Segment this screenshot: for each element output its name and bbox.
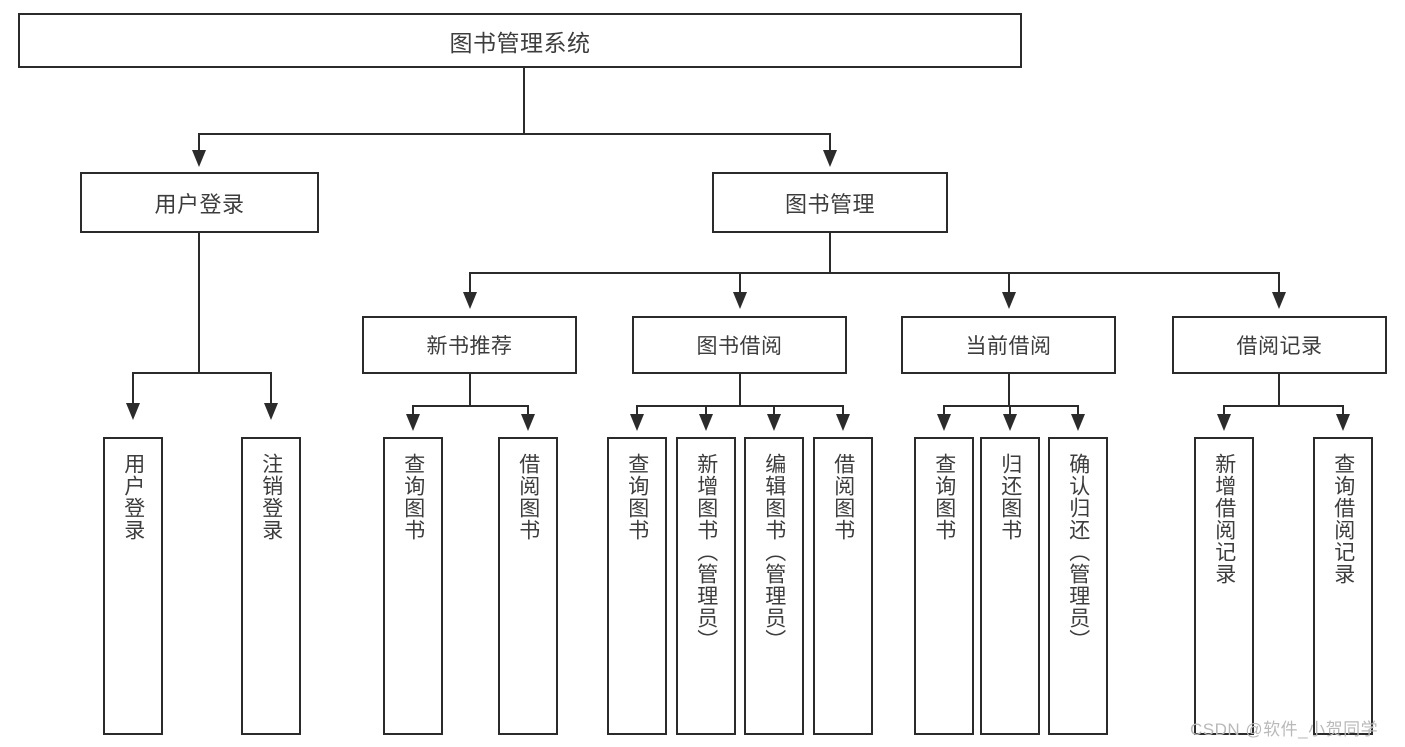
node-label: 新书推荐	[426, 335, 513, 358]
connector-borrow-record-bus	[1223, 405, 1342, 407]
node-label: 查询借阅记录	[1331, 453, 1355, 585]
node-leaf-confirm-return[interactable]: 确认归还（管理员）	[1048, 437, 1108, 735]
connector-new-book-drop-1	[412, 405, 414, 417]
connector-new-book-bus	[412, 405, 529, 407]
arrow-to-leaf-confirm-return	[1071, 414, 1085, 431]
connector-new-book-drop-2	[527, 405, 529, 417]
arrow-to-leaf-logout	[264, 403, 278, 420]
connector-level2-drop-2	[829, 133, 831, 153]
node-root-system[interactable]: 图书管理系统	[18, 13, 1022, 68]
connector-user-login-bus	[132, 372, 271, 374]
connector-current-borrow-stem	[1008, 374, 1010, 406]
connector-level2-drop-1	[198, 133, 200, 153]
node-leaf-return-book[interactable]: 归还图书	[980, 437, 1040, 735]
arrow-to-leaf-query-book-2	[630, 414, 644, 431]
node-label: 注销登录	[259, 453, 283, 541]
arrow-to-book-borrow	[733, 292, 747, 309]
connector-user-login-drop-1	[132, 372, 134, 406]
connector-level3-drop-1	[469, 272, 471, 295]
connector-level3-bus	[469, 272, 1279, 274]
connector-current-borrow-drop-2	[1009, 405, 1011, 417]
node-leaf-logout[interactable]: 注销登录	[241, 437, 301, 735]
connector-level3-drop-4	[1278, 272, 1280, 295]
node-book-management[interactable]: 图书管理	[712, 172, 948, 233]
arrow-to-leaf-return-book	[1003, 414, 1017, 431]
node-current-borrow[interactable]: 当前借阅	[901, 316, 1116, 374]
node-label: 编辑图书（管理员）	[762, 453, 786, 651]
node-leaf-borrow-book-1[interactable]: 借阅图书	[498, 437, 558, 735]
node-leaf-query-book-2[interactable]: 查询图书	[607, 437, 667, 735]
node-label: 查询图书	[401, 453, 425, 541]
node-leaf-query-book-3[interactable]: 查询图书	[914, 437, 974, 735]
arrow-to-user-login	[192, 150, 206, 167]
arrow-to-leaf-query-book-3	[937, 414, 951, 431]
node-label: 确认归还（管理员）	[1066, 453, 1090, 651]
connector-borrow-record-stem	[1278, 374, 1280, 406]
connector-book-borrow-drop-3	[773, 405, 775, 417]
connector-user-login-drop-2	[270, 372, 272, 406]
connector-book-management-stem	[829, 233, 831, 274]
connector-current-borrow-drop-1	[943, 405, 945, 417]
node-label: 借阅记录	[1236, 335, 1323, 358]
node-label: 查询图书	[625, 453, 649, 541]
arrow-to-leaf-edit-book	[767, 414, 781, 431]
node-label: 图书管理	[784, 191, 875, 217]
node-leaf-add-record[interactable]: 新增借阅记录	[1194, 437, 1254, 735]
node-leaf-borrow-book-2[interactable]: 借阅图书	[813, 437, 873, 735]
arrow-to-leaf-borrow-book-2	[836, 414, 850, 431]
arrow-to-new-book-recommend	[463, 292, 477, 309]
node-leaf-query-record[interactable]: 查询借阅记录	[1313, 437, 1373, 735]
node-book-borrow[interactable]: 图书借阅	[632, 316, 847, 374]
arrow-to-current-borrow	[1002, 292, 1016, 309]
arrow-to-leaf-query-record	[1336, 414, 1350, 431]
node-user-login[interactable]: 用户登录	[80, 172, 319, 233]
arrow-to-leaf-user-login	[126, 403, 140, 420]
arrow-to-leaf-add-record	[1217, 414, 1231, 431]
node-label: 借阅图书	[516, 453, 540, 541]
node-leaf-user-login[interactable]: 用户登录	[103, 437, 163, 735]
node-label: 新增借阅记录	[1212, 453, 1236, 585]
node-label: 新增图书（管理员）	[694, 453, 718, 651]
connector-current-borrow-drop-3	[1077, 405, 1079, 417]
connector-book-borrow-drop-4	[842, 405, 844, 417]
connector-book-borrow-drop-1	[636, 405, 638, 417]
connector-level3-drop-3	[1008, 272, 1010, 295]
csdn-watermark: CSDN @软件_小贺同学	[1190, 720, 1379, 739]
node-label: 用户登录	[121, 453, 145, 541]
arrow-to-book-management	[823, 150, 837, 167]
node-label: 借阅图书	[831, 453, 855, 541]
connector-user-login-stem	[198, 233, 200, 373]
connector-book-borrow-bus	[636, 405, 843, 407]
connector-book-borrow-stem	[739, 374, 741, 406]
node-label: 图书借阅	[696, 335, 783, 358]
arrow-to-borrow-record	[1272, 292, 1286, 309]
connector-level3-drop-2	[739, 272, 741, 295]
connector-book-borrow-drop-2	[705, 405, 707, 417]
node-label: 当前借阅	[965, 335, 1052, 358]
arrow-to-leaf-query-book-1	[406, 414, 420, 431]
node-label: 归还图书	[998, 453, 1022, 541]
node-new-book-recommend[interactable]: 新书推荐	[362, 316, 577, 374]
arrow-to-leaf-add-book	[699, 414, 713, 431]
arrow-to-leaf-borrow-book-1	[521, 414, 535, 431]
connector-root-stem	[523, 68, 525, 134]
node-leaf-query-book-1[interactable]: 查询图书	[383, 437, 443, 735]
node-label: 查询图书	[932, 453, 956, 541]
node-label: 图书管理系统	[449, 29, 591, 56]
connector-borrow-record-drop-2	[1342, 405, 1344, 417]
connector-level2-bus	[198, 133, 830, 135]
node-leaf-add-book[interactable]: 新增图书（管理员）	[676, 437, 736, 735]
connector-new-book-stem	[469, 374, 471, 406]
node-leaf-edit-book[interactable]: 编辑图书（管理员）	[744, 437, 804, 735]
connector-borrow-record-drop-1	[1223, 405, 1225, 417]
node-label: 用户登录	[154, 191, 245, 217]
node-borrow-record[interactable]: 借阅记录	[1172, 316, 1387, 374]
